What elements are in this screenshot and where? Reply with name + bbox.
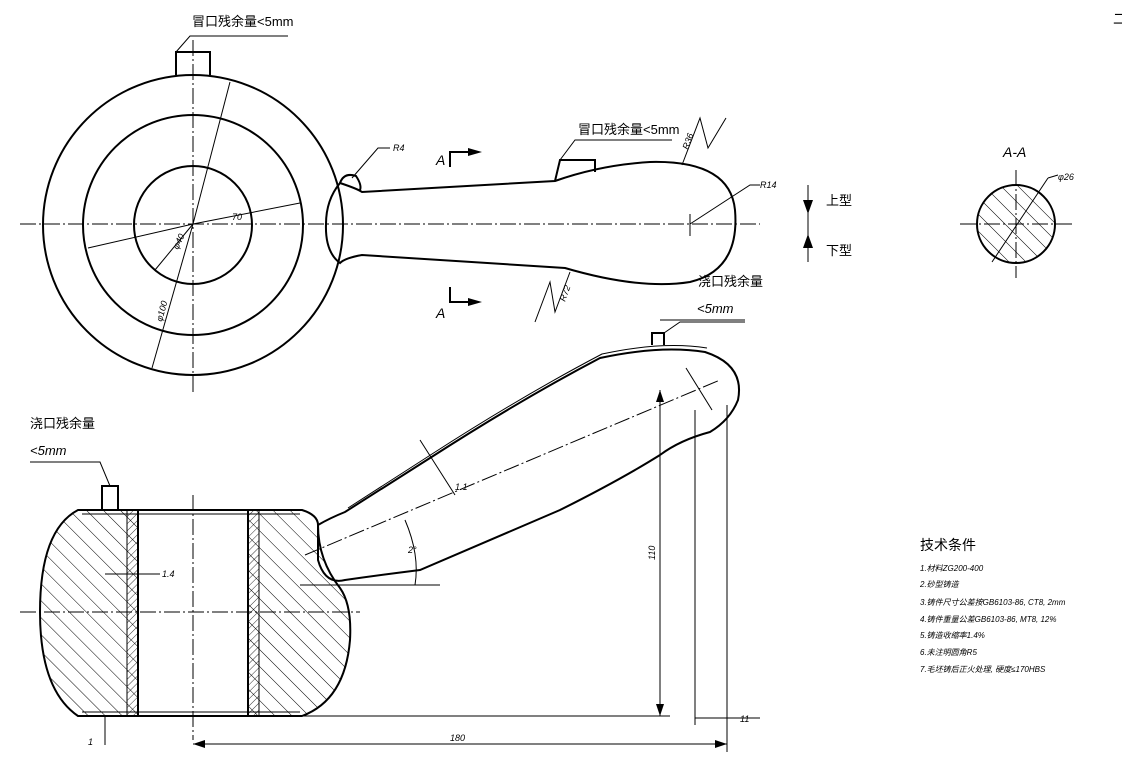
r72-zigzag xyxy=(534,271,571,323)
r4-label: R4 xyxy=(393,143,405,153)
angle-arc xyxy=(404,519,417,586)
technical-notes: 技术条件 1.材料ZG200-400 2.砂型铸造 3.铸件尺寸公差按GB610… xyxy=(919,537,1066,674)
riser-stub xyxy=(175,51,211,75)
d70-label: 70 xyxy=(232,212,242,222)
d40-leader xyxy=(87,223,194,249)
top-view: 冒口残余量<5mm 冒口残余量<5mm 浇口残余量 <5mm R4 R36 R1… xyxy=(20,14,852,392)
allowance-right xyxy=(247,509,260,717)
r72-label: R72 xyxy=(557,284,572,303)
section-a-top: A xyxy=(435,152,445,168)
middle-circle xyxy=(82,114,304,336)
dim-110-arrow-top xyxy=(656,390,664,402)
section-dia-tail xyxy=(1047,174,1059,179)
allowance-left xyxy=(126,509,139,717)
d100-leader xyxy=(192,81,231,225)
tech-item-2: 2.砂型铸造 xyxy=(919,580,960,589)
lower-mold-label: 下型 xyxy=(826,243,852,258)
upper-mold-label: 上型 xyxy=(826,193,852,208)
section-arrow-bottom xyxy=(468,298,482,306)
gate-stub xyxy=(101,485,119,510)
tech-item-3: 3.铸件尺寸公差按GB6103-86, CT8, 2mm xyxy=(920,598,1066,607)
handle-front xyxy=(317,348,740,582)
d100-label: φ100 xyxy=(154,300,169,323)
tech-title: 技术条件 xyxy=(920,537,976,553)
section-marker-bottom xyxy=(449,287,468,303)
gate-note-line2: <5mm xyxy=(697,301,734,316)
r70-leader xyxy=(192,202,301,225)
dim-1-label: 1 xyxy=(88,737,93,747)
handle-axis xyxy=(304,379,721,556)
tech-item-1: 1.材料ZG200-400 xyxy=(920,564,984,573)
dim-1-1-line xyxy=(419,439,456,496)
section-dia-leader xyxy=(991,177,1049,263)
tech-item-6: 6.未注明圆角R5 xyxy=(920,648,977,657)
dim-110-arrow-bottom xyxy=(656,704,664,716)
dim-180-arrow-left xyxy=(193,740,205,748)
front-gate-note-line2: <5mm xyxy=(30,443,67,458)
angle-label: 2° xyxy=(407,545,417,555)
dim-180-label: 180 xyxy=(450,733,465,743)
dim-110-label: 110 xyxy=(647,546,657,560)
section-diameter: φ26 xyxy=(1058,172,1074,182)
dim-11-label: 11 xyxy=(740,714,749,724)
front-gate-note-line1: 浇口残余量 xyxy=(30,416,95,431)
handle-end-tick xyxy=(685,367,713,411)
section-arrow-top xyxy=(468,148,482,156)
handle-riser-leader-front xyxy=(663,321,745,334)
dim-180-arrow-right xyxy=(715,740,727,748)
section-marker-top xyxy=(449,151,468,167)
outer-circle xyxy=(42,74,344,376)
handle-riser-stub xyxy=(554,159,596,182)
corner-mark: 二 xyxy=(1113,11,1122,27)
riser-note: 冒口残余量<5mm xyxy=(192,14,293,29)
inner-circle xyxy=(133,165,253,285)
dim-1-1-label: 1.1 xyxy=(455,482,468,492)
dim-1-4-label: 1.4 xyxy=(162,569,175,579)
section-a-bottom: A xyxy=(435,305,445,321)
section-a-a: A-A φ26 xyxy=(960,144,1074,278)
tech-item-7: 7.毛坯铸后正火处理, 硬度≤170HBS xyxy=(920,665,1046,674)
bore-hole xyxy=(137,509,249,717)
lower-arrow xyxy=(803,234,813,248)
gate-note-line1: 浇口残余量 xyxy=(698,274,763,289)
section-title: A-A xyxy=(1002,144,1026,160)
r36-label: R36 xyxy=(680,132,695,151)
handle-outline xyxy=(324,160,737,286)
handle-riser xyxy=(651,332,665,345)
handle-allowance xyxy=(347,345,708,509)
r14-label: R14 xyxy=(760,180,777,190)
upper-arrow xyxy=(803,200,813,214)
d40-leader-2 xyxy=(154,223,194,271)
gate-leader xyxy=(30,461,111,487)
front-view: 浇口残余量 <5mm 1.4 1.1 1 2° 110 180 11 xyxy=(20,321,760,752)
fillet-r4 xyxy=(339,173,362,191)
r4-leader xyxy=(351,147,390,179)
riser-note-leader xyxy=(175,35,288,53)
tech-item-4: 4.铸件重量公差GB6103-86, MT8, 12% xyxy=(920,615,1057,624)
r14-leader xyxy=(689,184,760,225)
riser-note-handle: 冒口残余量<5mm xyxy=(578,122,679,137)
handle-riser-leader xyxy=(559,139,672,161)
r36-zigzag xyxy=(681,116,727,166)
tech-item-5: 5.铸造收缩率1.4% xyxy=(920,631,985,640)
d100-leader-2 xyxy=(151,223,194,369)
